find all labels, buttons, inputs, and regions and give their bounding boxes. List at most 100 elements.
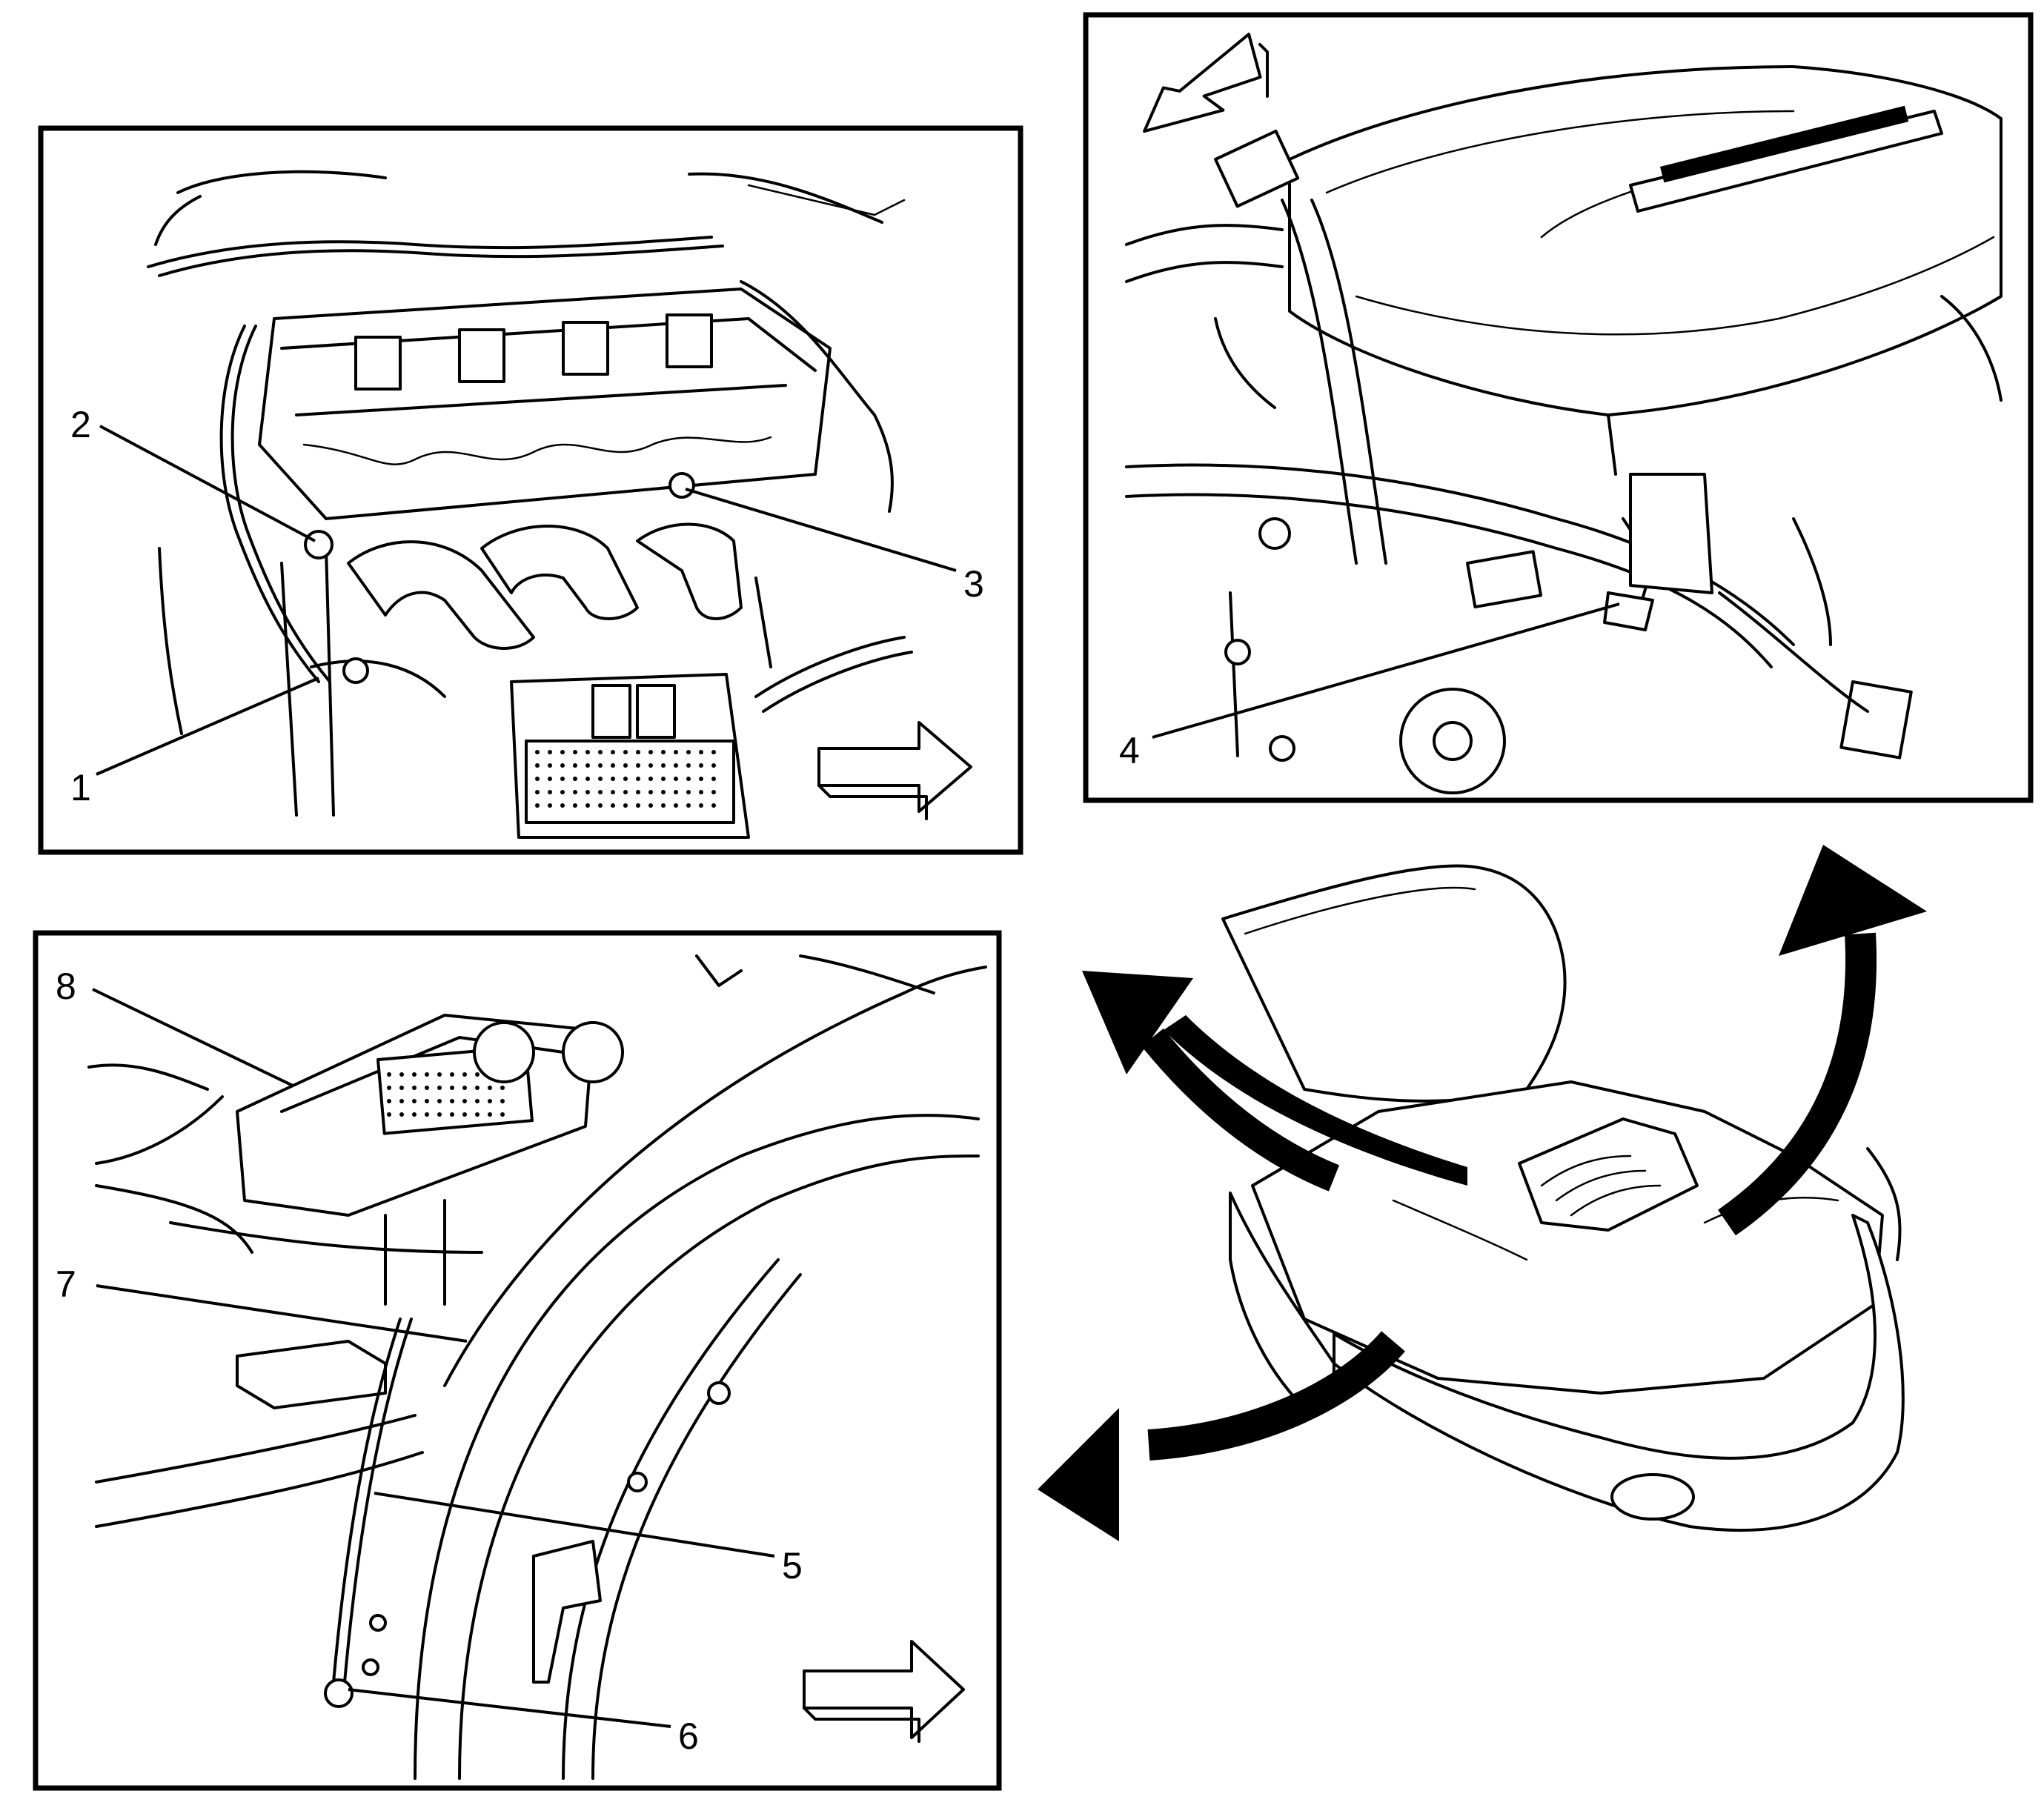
fuse-slot (573, 750, 577, 754)
fuse-slot (648, 803, 653, 808)
fuse-slot (560, 803, 565, 808)
fuse-slot (412, 1086, 417, 1090)
fuse-slot (674, 803, 678, 808)
fuse-slot (686, 790, 691, 794)
fuse-slot (560, 750, 565, 754)
fuse-slot (648, 777, 653, 781)
callout-2: 2 (70, 404, 316, 542)
fuse-slot (535, 790, 540, 794)
fuse-slot (560, 790, 565, 794)
callout-7: 7 (56, 1263, 468, 1343)
fuse-slot (598, 750, 603, 754)
fuse-slot (623, 777, 628, 781)
fuse-slot (611, 750, 615, 754)
fuse-slot (598, 790, 603, 794)
panel-engine-top-left: 1 2 3 (38, 125, 1023, 855)
fuse-slot (462, 1072, 467, 1077)
callout-6-label: 6 (678, 1715, 699, 1757)
panel-engine-top-right: 4 (1083, 12, 2034, 803)
fuse-slot (488, 1099, 492, 1103)
fuse-slot (450, 1099, 454, 1103)
callout-8: 8 (56, 966, 293, 1087)
fuse-slot (636, 803, 640, 808)
fuse-slot (437, 1072, 442, 1077)
fuse-slot (573, 763, 577, 768)
callout-5-label: 5 (782, 1545, 803, 1587)
fuse-slot (623, 803, 628, 808)
fuse-slot (500, 1112, 505, 1117)
fuse-slot (437, 1086, 442, 1090)
fuse-slot (711, 803, 716, 808)
lower-left-curved-arrow-icon (1038, 1331, 1405, 1541)
fuse-slot (399, 1086, 404, 1090)
fuse-slot (585, 777, 590, 781)
fuse-slot (611, 763, 615, 768)
fuse-slot (462, 1086, 467, 1090)
upper-left-curved-arrow-icon (1082, 971, 1467, 1192)
fuse-slot (399, 1099, 404, 1103)
fuse-slot (585, 803, 590, 808)
callout-8-label: 8 (56, 966, 76, 1007)
fuse-slot (623, 750, 628, 754)
callout-5: 5 (374, 1492, 803, 1587)
fuse-slot (437, 1112, 442, 1117)
fuse-slot (475, 1086, 480, 1090)
fuse-slot (399, 1072, 404, 1077)
fuse-slot (462, 1099, 467, 1103)
fuse-slot (535, 803, 540, 808)
fuse-slot (598, 777, 603, 781)
fuse-slot (560, 763, 565, 768)
fuse-slot (399, 1112, 404, 1117)
fuse-slot (437, 1099, 442, 1103)
fuse-slot (636, 750, 640, 754)
panel-fender-bottom-left: 5 6 7 8 (33, 930, 1002, 1791)
fuse-slot (699, 803, 703, 808)
fuse-slot (674, 790, 678, 794)
fuse-slot (475, 1072, 480, 1077)
fuse-slot (686, 803, 691, 808)
fuse-slot (425, 1072, 429, 1077)
engine-illustration-top-right (1125, 65, 2002, 794)
fuse-slot (699, 790, 703, 794)
fuse-slot (648, 790, 653, 794)
fuse-slot (548, 777, 552, 781)
fuse-slot (412, 1099, 417, 1103)
fuse-slot (475, 1099, 480, 1103)
callout-1-label: 1 (70, 767, 91, 808)
fuse-slot (623, 763, 628, 768)
fuse-slot (661, 763, 666, 768)
callout-3-label: 3 (963, 563, 984, 605)
fuse-slot (462, 1112, 467, 1117)
fuse-slot (573, 790, 577, 794)
fuse-slot (661, 803, 666, 808)
fuse-slot (711, 777, 716, 781)
fuse-slot (623, 790, 628, 794)
fuse-slot (686, 750, 691, 754)
left-arrow-icon (1143, 33, 1269, 133)
right-arrow-icon (803, 1640, 965, 1743)
fuse-slot (686, 777, 691, 781)
fuse-slot (699, 763, 703, 768)
engine-illustration-top-left (147, 170, 913, 839)
fuse-slot (699, 777, 703, 781)
fender-illustration-bottom-left (87, 954, 987, 1780)
callout-4-label: 4 (1119, 730, 1140, 771)
fuse-slot (573, 803, 577, 808)
fuse-slot (450, 1086, 454, 1090)
callout-6: 6 (348, 1688, 699, 1757)
fuse-slot (500, 1086, 505, 1090)
fuse-slot (636, 763, 640, 768)
fuse-slot (585, 763, 590, 768)
fuse-slot (387, 1086, 391, 1090)
fuse-slot (648, 763, 653, 768)
fuse-slot (585, 750, 590, 754)
fuse-slot (661, 790, 666, 794)
fuse-slot (711, 750, 716, 754)
fuse-slot (450, 1112, 454, 1117)
callout-2-label: 2 (70, 404, 91, 445)
fuse-slot (535, 763, 540, 768)
fuse-grid (535, 750, 716, 808)
fuse-slot (387, 1112, 391, 1117)
right-arrow-icon (817, 721, 972, 820)
